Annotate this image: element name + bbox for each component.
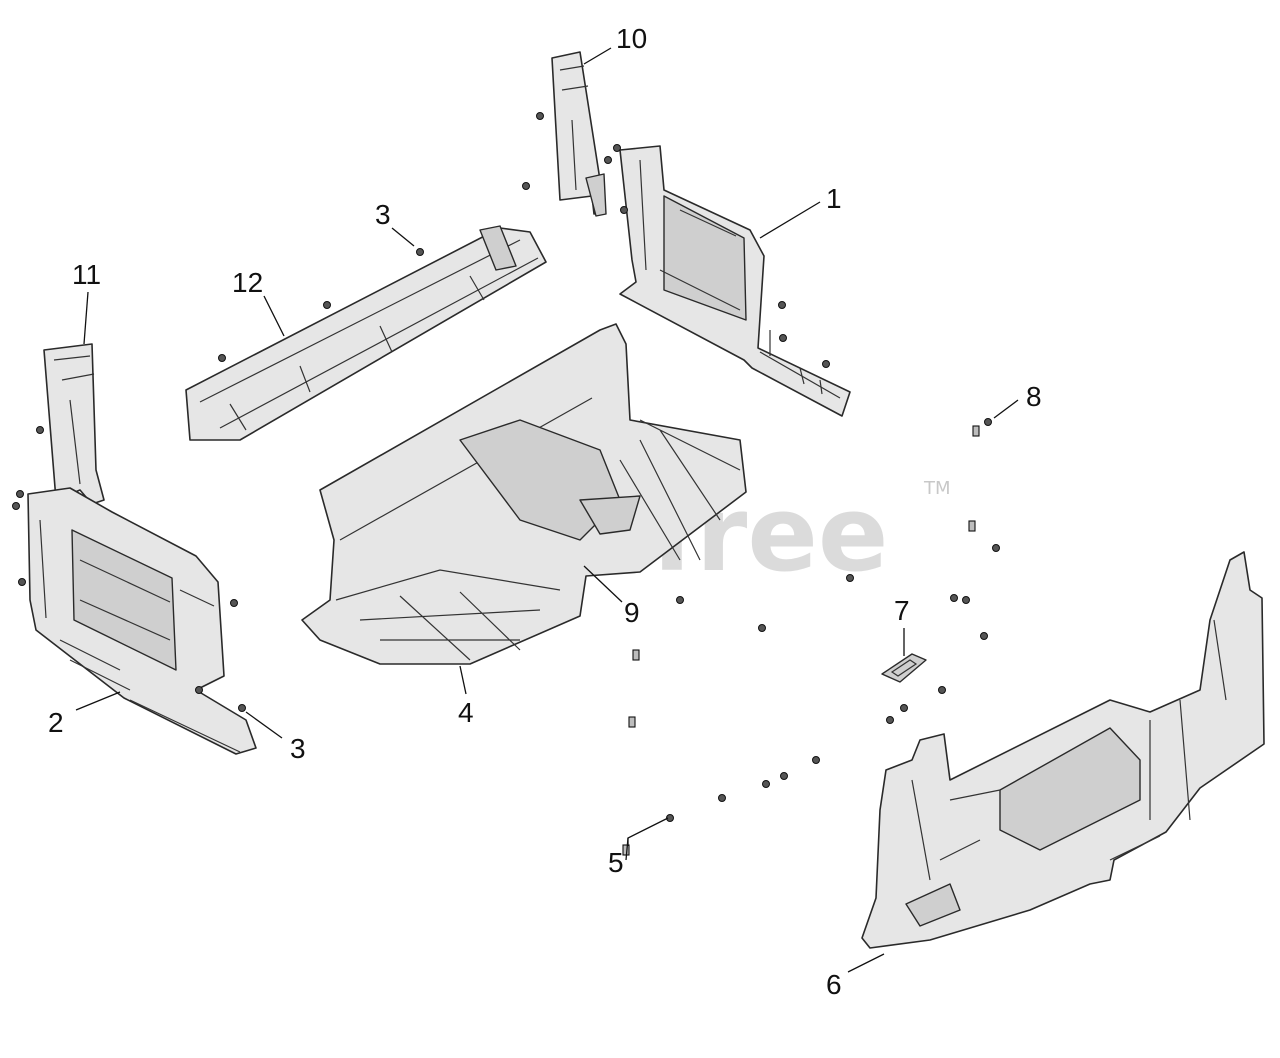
screw-icon (980, 632, 988, 640)
clip-icon (628, 716, 636, 728)
screw-icon (416, 248, 424, 256)
screw-icon (886, 716, 894, 724)
callout-5: 5 (608, 847, 624, 878)
callout-9: 9 (624, 597, 640, 628)
screw-icon (604, 156, 612, 164)
screw-icon (812, 756, 820, 764)
callout-10: 10 (616, 23, 647, 54)
callout-12: 12 (232, 267, 263, 298)
callout-4: 4 (458, 697, 474, 728)
screw-icon (758, 624, 766, 632)
screw-icon (666, 814, 674, 822)
part-4-floor-tray[interactable] (301, 323, 747, 665)
screw-icon (323, 301, 331, 309)
callout-1: 1 (826, 183, 842, 214)
watermark-trademark: TM (923, 478, 951, 499)
callout-2: 2 (48, 707, 64, 738)
screw-icon (676, 596, 684, 604)
screw-icon (18, 578, 26, 586)
screw-icon (822, 360, 830, 368)
part-11-bracket[interactable] (43, 343, 105, 505)
screw-icon (984, 418, 992, 426)
part-12-rail[interactable] (185, 225, 547, 441)
screw-icon (938, 686, 946, 694)
screw-icon (218, 354, 226, 362)
screw-icon (992, 544, 1000, 552)
screw-icon (620, 206, 628, 214)
callout-8: 8 (1026, 381, 1042, 412)
leader-lines (75, 47, 1019, 973)
callout-7: 7 (894, 595, 910, 626)
callout-3-bottom: 3 (290, 733, 306, 764)
screw-icon (536, 112, 544, 120)
screw-icon (195, 686, 203, 694)
callouts: 10 1 3 12 11 8 9 7 4 2 3 5 6 (48, 23, 1042, 1000)
part-1-side-panel[interactable] (619, 145, 851, 417)
screw-icon (962, 596, 970, 604)
screw-icon (12, 502, 20, 510)
clip-icon (632, 649, 640, 661)
screw-icon (846, 574, 854, 582)
screw-icon (780, 772, 788, 780)
screw-icon (950, 594, 958, 602)
screw-icon (238, 704, 246, 712)
callout-3-top: 3 (375, 199, 391, 230)
screw-icon (779, 334, 787, 342)
screw-icon (522, 182, 530, 190)
screw-icon (16, 490, 24, 498)
clip-icon (972, 425, 980, 437)
fasteners (12, 112, 1000, 856)
screw-icon (36, 426, 44, 434)
screw-icon (718, 794, 726, 802)
callout-6: 6 (826, 969, 842, 1000)
part-7-grommet[interactable] (881, 653, 927, 683)
part-10-bracket[interactable] (551, 51, 607, 217)
screw-icon (613, 144, 621, 152)
part-6-rear-panel[interactable] (861, 551, 1265, 949)
screw-icon (900, 704, 908, 712)
screw-icon (778, 301, 786, 309)
screw-icon (762, 780, 770, 788)
clip-icon (968, 520, 976, 532)
screw-icon (230, 599, 238, 607)
callout-11: 11 (72, 259, 101, 290)
